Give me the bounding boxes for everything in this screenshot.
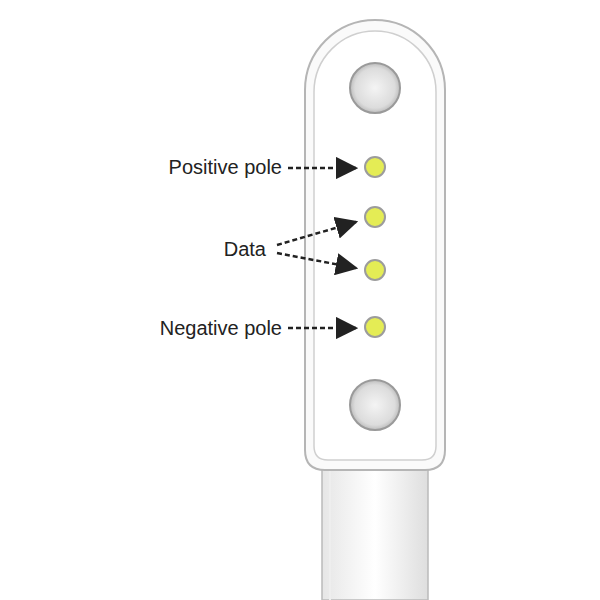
pin-label: Negative pole <box>160 316 282 340</box>
pin-label: Positive pole <box>169 155 282 179</box>
cable <box>322 455 428 600</box>
leader-arrow <box>277 253 356 268</box>
pin <box>365 207 385 227</box>
pin <box>365 157 385 177</box>
leader-arrow <box>277 222 356 245</box>
cable-shade <box>329 470 331 600</box>
magnet <box>350 63 400 113</box>
pin <box>365 317 385 337</box>
leader-arrow <box>288 327 356 330</box>
connector-face <box>314 31 436 460</box>
magnet <box>350 380 400 430</box>
pin-label: Data <box>224 237 266 261</box>
pin <box>365 260 385 280</box>
leader-arrow <box>288 167 356 170</box>
connector-body <box>305 20 445 470</box>
